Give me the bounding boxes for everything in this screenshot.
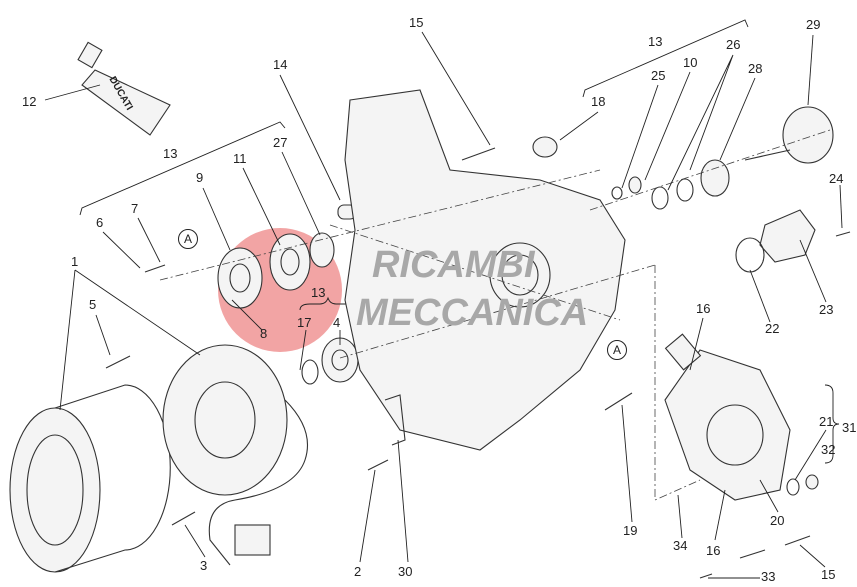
callout-14: 14: [273, 57, 288, 72]
callout-5: 5: [89, 297, 97, 312]
callout-16: 16: [696, 301, 711, 316]
callout-3: 3: [200, 558, 208, 573]
callout-18: 18: [591, 94, 606, 109]
callout-8: 8: [260, 326, 268, 341]
group-bracket-13-right: [582, 19, 749, 98]
water-pump-parts: [611, 106, 834, 501]
callout-4: 4: [333, 315, 341, 330]
callout-9: 9: [196, 170, 204, 185]
callout-32: 32: [821, 442, 836, 457]
callout-29: 29: [806, 17, 821, 32]
group-bracket-31: [824, 384, 840, 464]
callout-20: 20: [770, 513, 785, 528]
generator-cover-casing: [344, 89, 626, 451]
callout-13: 13: [648, 34, 663, 49]
callout-26: 26: [726, 37, 741, 52]
callout-7: 7: [131, 201, 139, 216]
leader-lines: [44, 31, 843, 579]
callout-30: 30: [398, 564, 413, 579]
callout-15: 15: [409, 15, 424, 30]
flywheel-rotor: [9, 384, 171, 573]
callout-34: 34: [673, 538, 688, 553]
callout-24: 24: [829, 171, 844, 186]
callout-1: 1: [71, 254, 79, 269]
watermark-logo-line-2: MECCANICA: [356, 292, 589, 334]
stator: [162, 344, 309, 566]
callout-2: 2: [354, 564, 362, 579]
callout-11: 11: [233, 151, 247, 166]
callout-13-small: 13: [311, 285, 326, 300]
callout-25: 25: [651, 68, 666, 83]
callout-17: 17: [297, 315, 312, 330]
group-bracket-13-left: [79, 121, 286, 216]
reference-marker-a: A: [607, 340, 627, 360]
callout-12: 12: [22, 94, 37, 109]
watermark-logo-line-1: RICAMBI: [372, 244, 535, 286]
callout-31: 31: [842, 420, 857, 435]
callout-10: 10: [683, 55, 698, 70]
callout-33: 33: [761, 569, 776, 584]
callout-23: 23: [819, 302, 834, 317]
callout-15-lower: 15: [821, 567, 836, 582]
callout-28: 28: [748, 61, 763, 76]
callout-27: 27: [273, 135, 288, 150]
reference-marker-a: A: [178, 229, 198, 249]
callout-19: 19: [623, 523, 638, 538]
callout-16-lower: 16: [706, 543, 721, 558]
callout-21: 21: [819, 414, 834, 429]
callout-13-left: 13: [163, 146, 178, 161]
callout-6: 6: [96, 215, 104, 230]
sealant-tube: [77, 41, 171, 136]
callout-22: 22: [765, 321, 780, 336]
